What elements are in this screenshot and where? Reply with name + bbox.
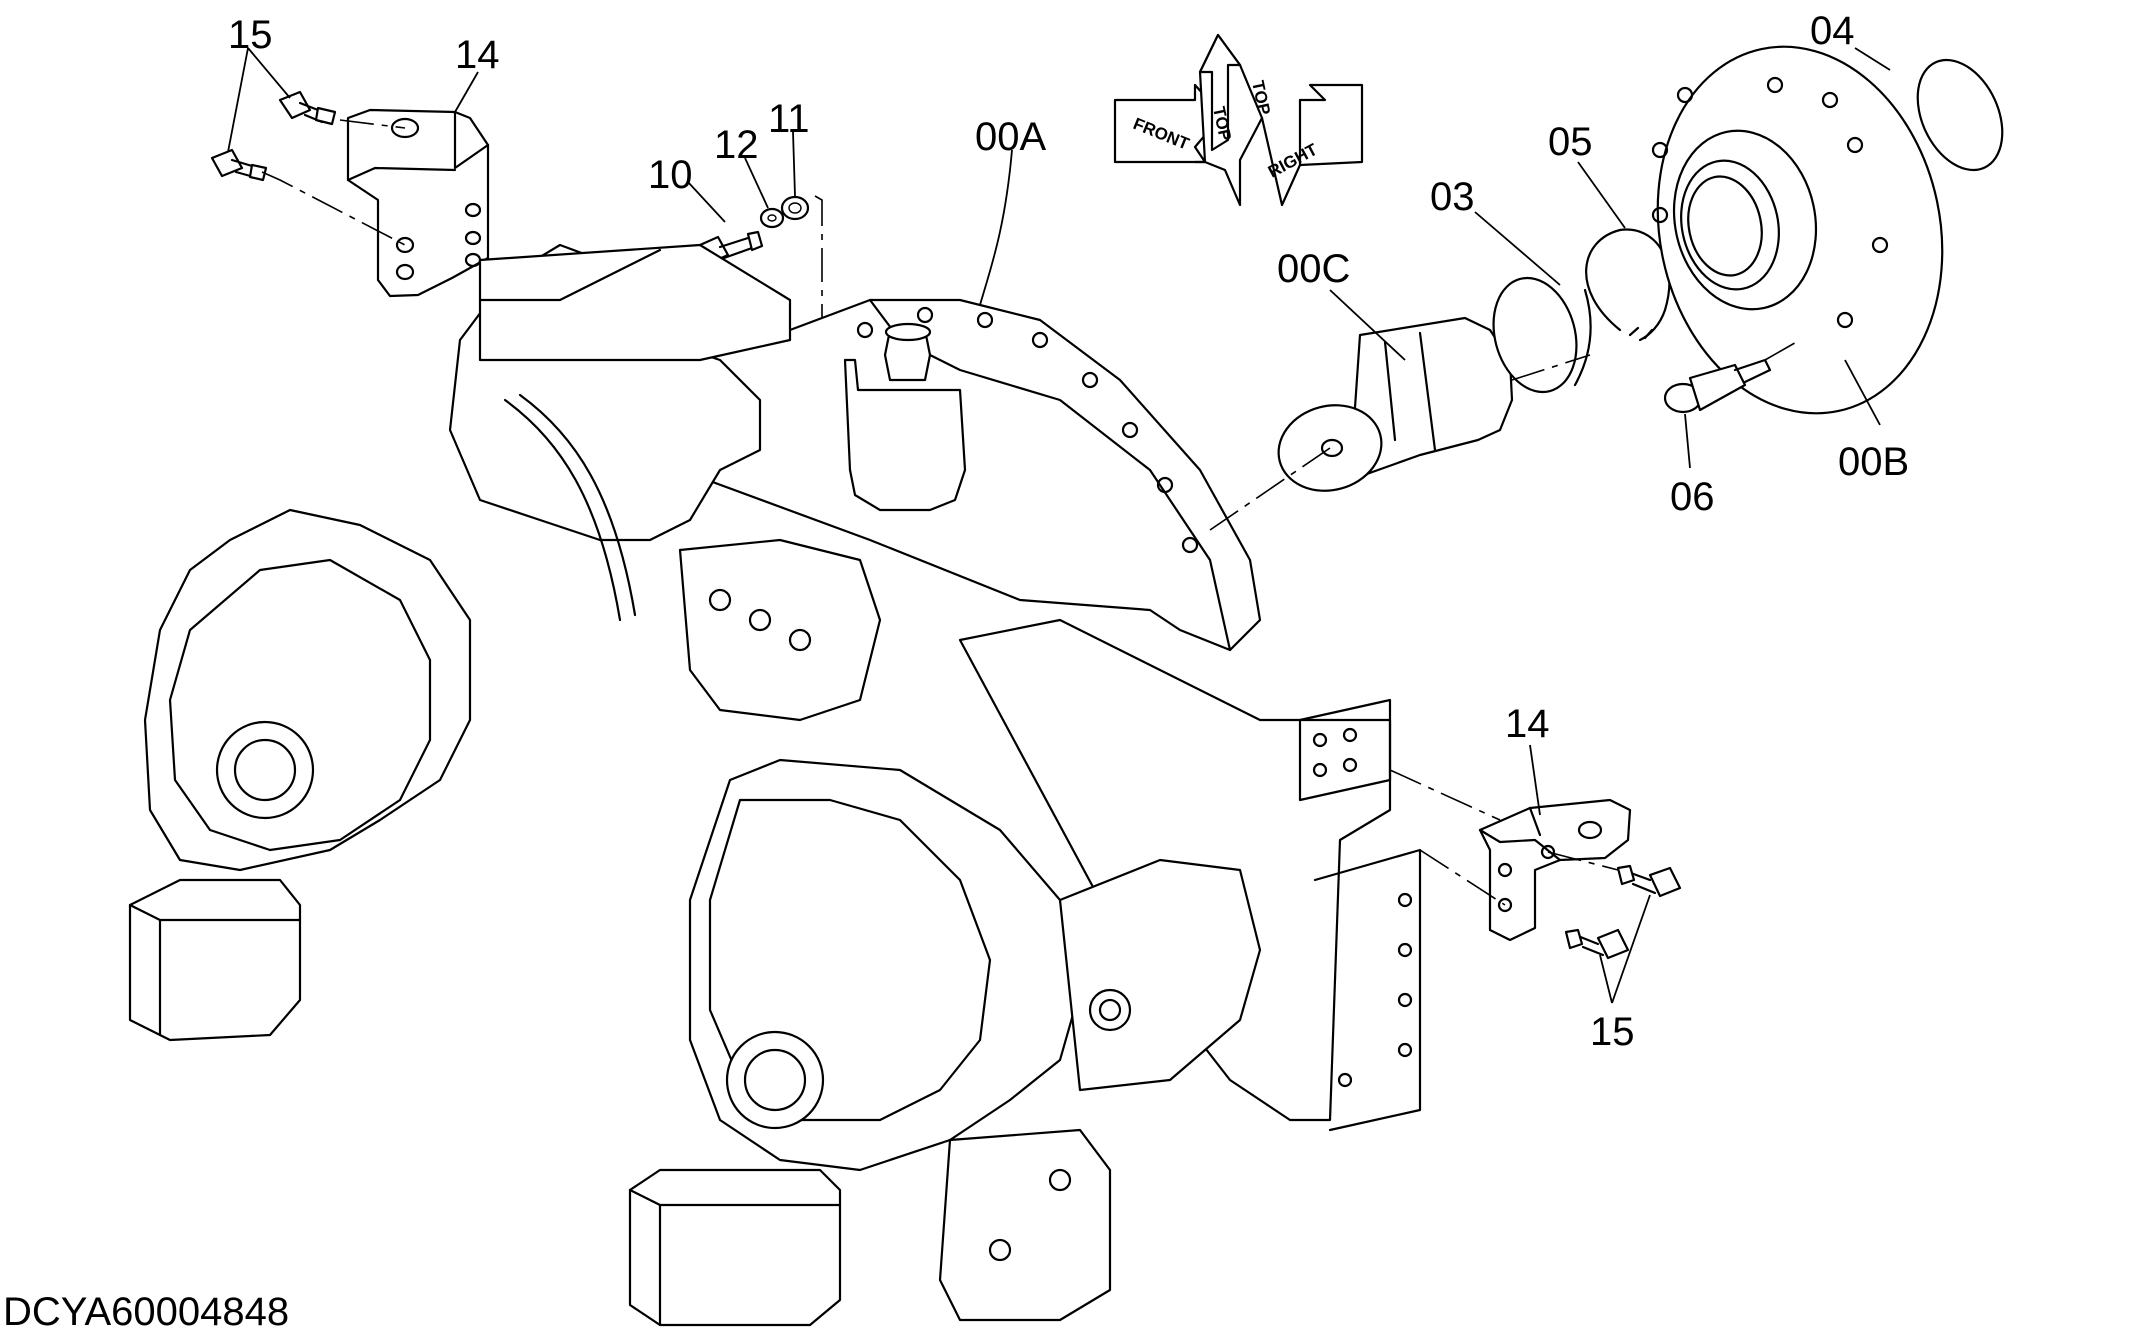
callout-15-top: 15: [228, 13, 273, 57]
callout-03: 03: [1430, 175, 1475, 219]
washer-11: [780, 195, 810, 221]
callout-labels: 15 14 10 12 11 00A 00C 03 05 04 06 00B 1…: [228, 9, 1909, 1054]
callout-06: 06: [1670, 475, 1715, 519]
transmission-housing: [128, 243, 1422, 1327]
mounting-bracket-right: [1478, 798, 1632, 942]
callout-14-right: 14: [1505, 702, 1550, 746]
drawing-code: DCYA60004848: [3, 1290, 289, 1334]
snap-ring-05: [1585, 228, 1671, 342]
bolt-15-right-upper: [1616, 864, 1682, 898]
bolt-15-right-lower: [1564, 928, 1630, 960]
callout-11: 11: [768, 97, 810, 141]
callout-14-top: 14: [455, 33, 500, 77]
callout-05: 05: [1548, 120, 1593, 164]
callout-12: 12: [714, 123, 759, 167]
bolt-15-lower: [210, 148, 268, 182]
flange-bolt-holes: [856, 306, 1199, 554]
callout-15-right: 15: [1590, 1010, 1635, 1054]
leader-lines: [227, 47, 1891, 1004]
callout-04: 04: [1810, 9, 1855, 53]
bolt-15-upper: [278, 90, 337, 126]
hub-flange-00B: [1651, 45, 1944, 415]
mounting-bracket-top: [346, 108, 490, 298]
washer-12: [759, 207, 785, 229]
callout-00B: 00B: [1838, 440, 1909, 484]
o-ring-04: [1916, 58, 2004, 172]
seal-03: [1492, 276, 1592, 394]
callout-00A: 00A: [975, 115, 1046, 159]
callout-00C: 00C: [1277, 247, 1350, 291]
callout-10: 10: [648, 153, 693, 197]
bolt-06: [1663, 358, 1772, 414]
orientation-arrows: FRONT TOP TOP RIGHT: [1113, 33, 1364, 207]
